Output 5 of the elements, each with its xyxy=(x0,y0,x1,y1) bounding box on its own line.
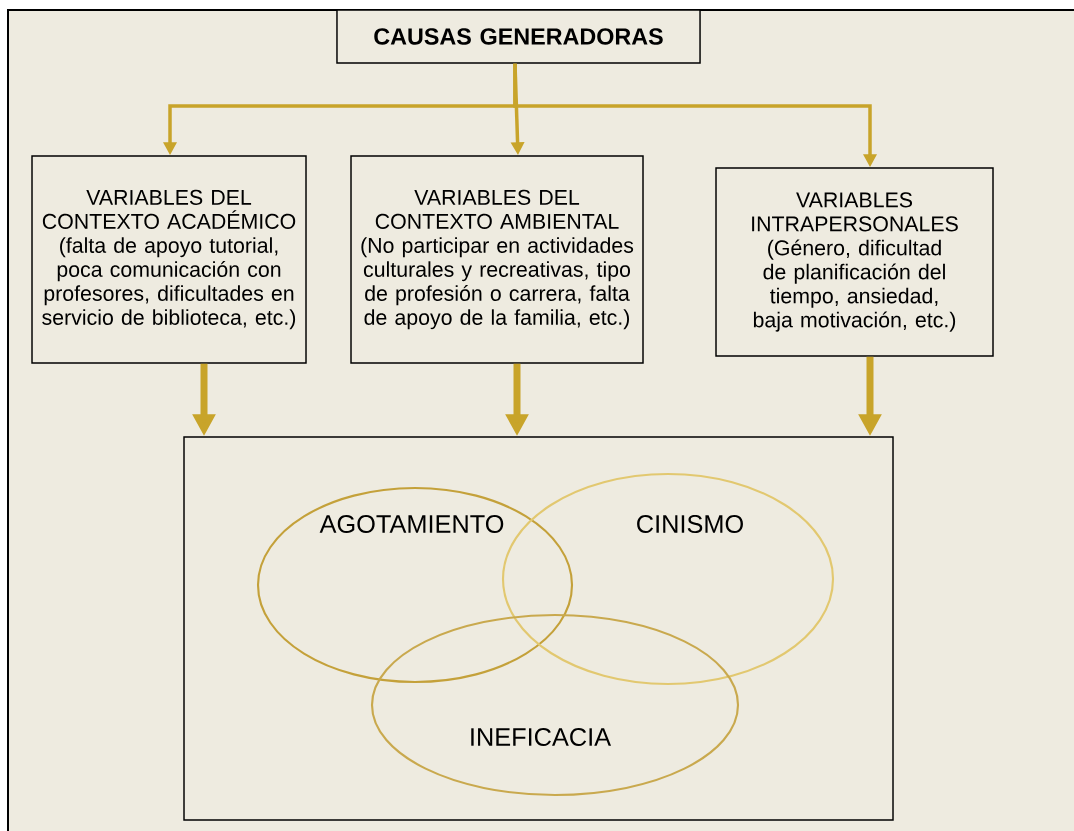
text-box: VARIABLES DEL CONTEXTO ACADÉMICO (falta de apoyo tutorial, poca comunicación con profesores, dificultades en servicio de biblioteca, etc.) xyxy=(31,155,307,364)
text-box: VARIABLES DEL CONTEXTO AMBIENTAL (No participar en actividades culturales y recreativas, tipo de profesión o carrera, falta de apoyo de la familia, etc.) xyxy=(350,155,644,364)
frame-box xyxy=(183,436,894,821)
title-box: CAUSAS GENERADORAS xyxy=(336,9,701,64)
text-box: VARIABLES INTRAPERSONALES (Género, dificultad de planificación del tiempo, ansiedad, baja motivación, etc.) xyxy=(715,167,994,357)
